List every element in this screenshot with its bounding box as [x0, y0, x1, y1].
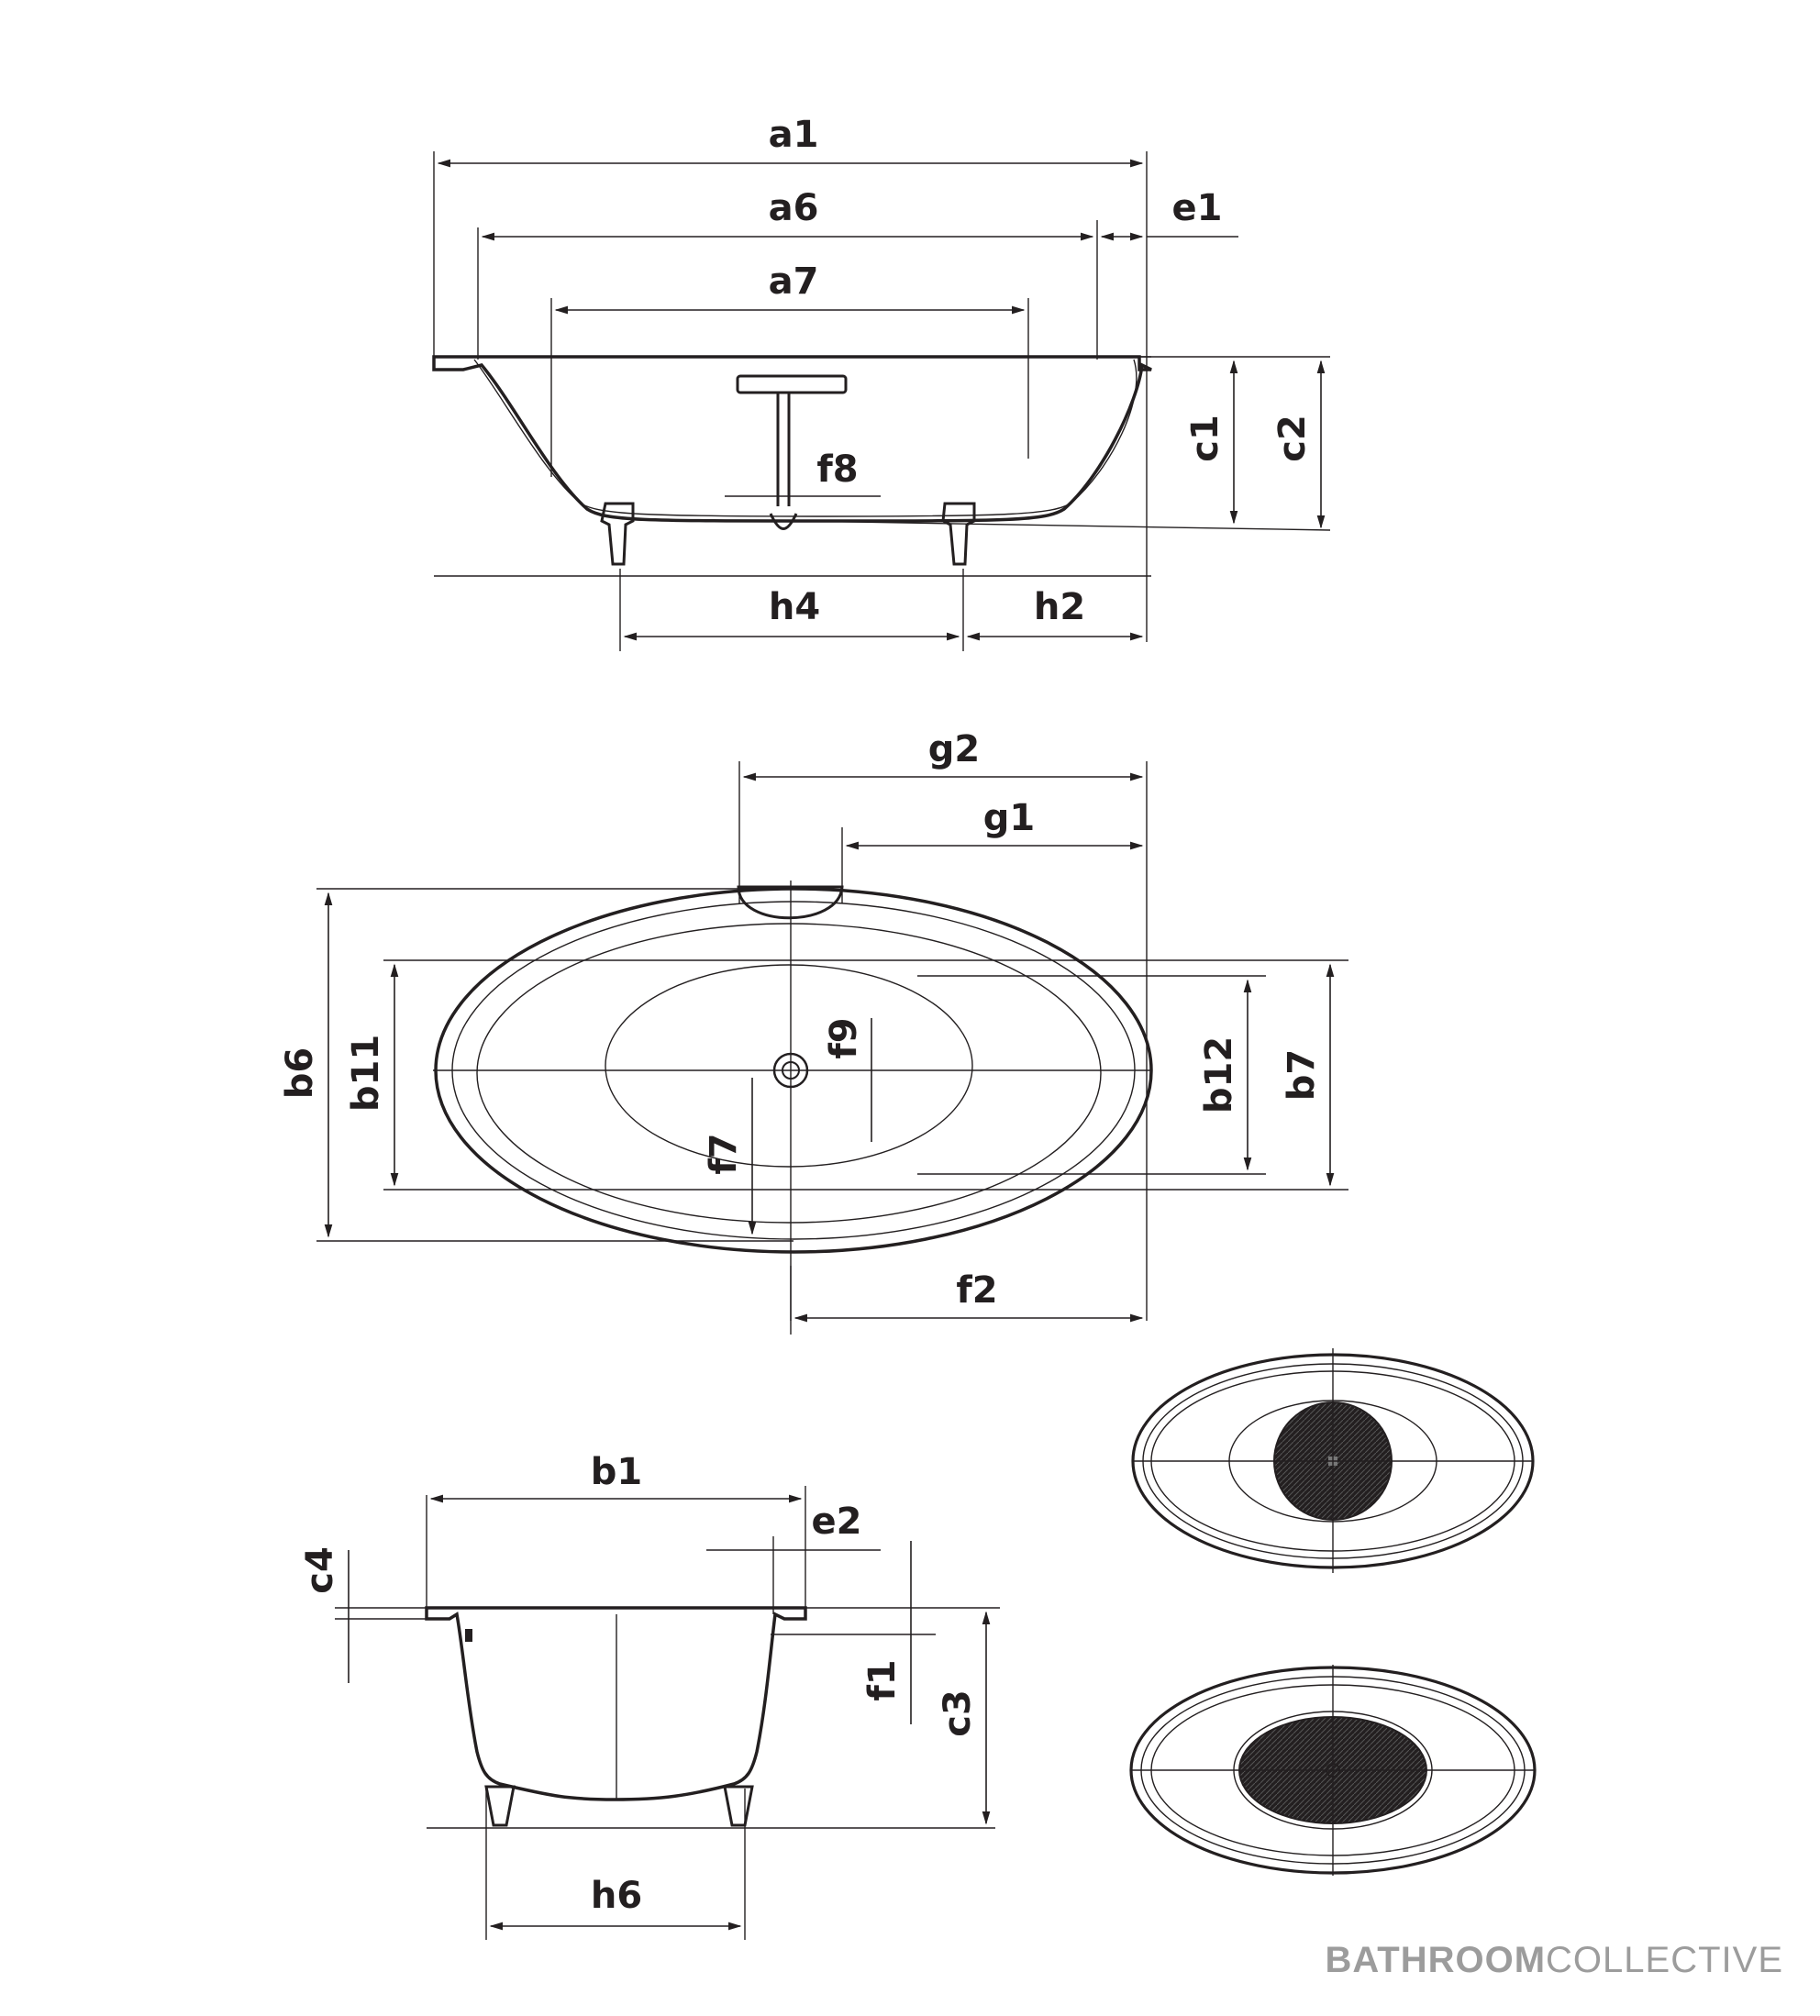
brand-bold: BATHROOM — [1325, 1940, 1547, 1980]
label-h2: h2 — [1034, 586, 1085, 628]
side-elevation-view: a1 a6 e1 a7 f8 c1 c2 h4 h2 — [432, 114, 1331, 651]
label-b1: b1 — [591, 1451, 642, 1493]
label-b7: b7 — [1281, 1049, 1323, 1101]
overflow-opening — [737, 885, 844, 920]
label-g1: g1 — [983, 797, 1035, 839]
label-f9: f9 — [823, 1017, 865, 1058]
label-b11: b11 — [345, 1035, 387, 1112]
end-foot-left — [484, 1785, 516, 1827]
small-plan-round-mat — [1131, 1348, 1535, 1573]
small-plan-oval-mat — [1129, 1665, 1537, 1876]
label-e2: e2 — [812, 1501, 862, 1543]
tub-inner-line — [473, 359, 1138, 517]
label-b12: b12 — [1198, 1036, 1240, 1113]
overflow-cover — [736, 374, 848, 394]
plan-floor — [605, 964, 973, 1168]
drain-outlet — [769, 513, 798, 530]
label-c3: c3 — [937, 1689, 979, 1737]
foot-right — [941, 502, 976, 566]
plan-basin-edge — [476, 923, 1102, 1224]
foot-left — [600, 502, 635, 566]
label-g2: g2 — [928, 728, 980, 770]
label-a1: a1 — [769, 114, 819, 156]
label-a6: a6 — [769, 187, 819, 229]
label-c4: c4 — [299, 1546, 341, 1594]
label-f7: f7 — [703, 1133, 745, 1174]
plan-view: g2 g1 b6 b11 f9 f7 b12 b7 f2 — [279, 728, 1348, 1335]
overflow-fitting — [465, 1629, 472, 1642]
label-f1: f1 — [861, 1659, 904, 1700]
brand-watermark: BATHROOMCOLLECTIVE — [1325, 1940, 1783, 1981]
ext-line — [797, 520, 1331, 531]
label-c2: c2 — [1271, 415, 1314, 462]
label-f8: f8 — [816, 449, 858, 491]
label-h6: h6 — [591, 1875, 642, 1917]
brand-light: COLLECTIVE — [1546, 1940, 1783, 1980]
label-e1: e1 — [1172, 187, 1223, 229]
label-a7: a7 — [769, 260, 819, 303]
label-c1: c1 — [1184, 415, 1226, 462]
label-h4: h4 — [769, 586, 820, 628]
end-elevation-view: b1 e2 c4 f1 c3 h6 — [299, 1451, 1000, 1940]
tub-end-outline — [425, 1606, 807, 1801]
end-foot-right — [723, 1785, 754, 1827]
label-f2: f2 — [956, 1269, 997, 1312]
label-b6: b6 — [279, 1047, 321, 1099]
